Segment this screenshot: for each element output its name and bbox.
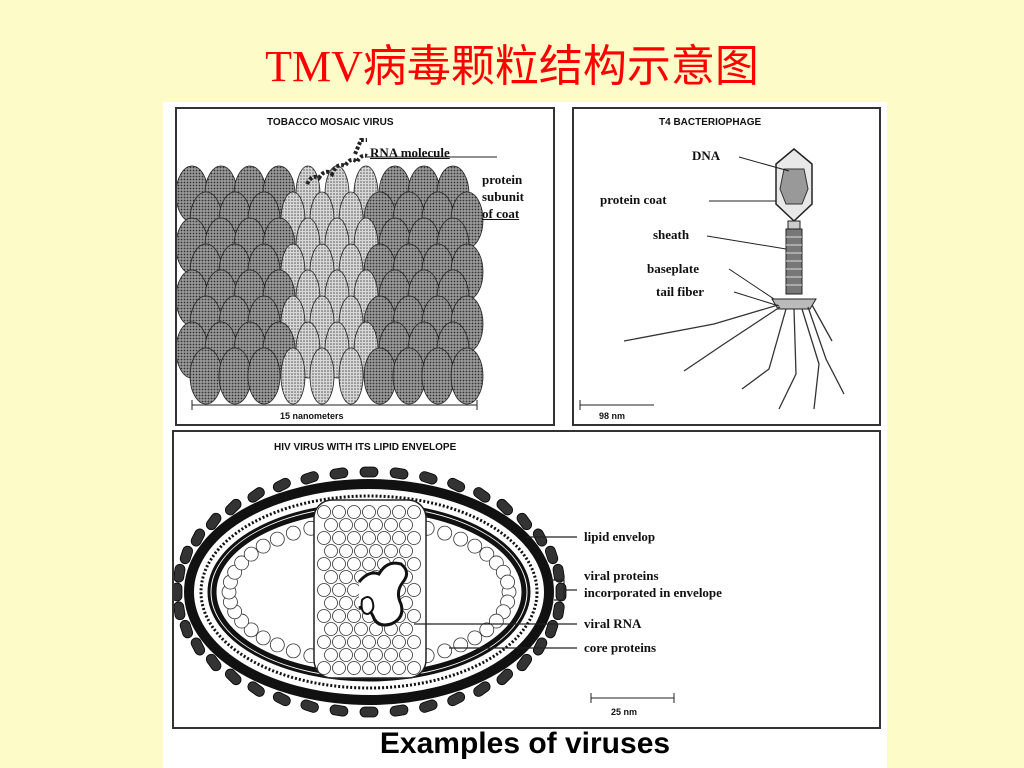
hiv-viral-rna-label: viral RNA xyxy=(584,616,642,631)
figure-caption: Examples of viruses xyxy=(379,727,671,760)
t4-illustration xyxy=(579,148,845,410)
t4-title: T4 BACTERIOPHAGE xyxy=(659,117,762,128)
t4-dna-label: DNA xyxy=(692,148,721,163)
t4-protein-coat-label: protein coat xyxy=(600,192,667,207)
t4-tail-fiber-label: tail fiber xyxy=(656,284,705,299)
t4-scale-label: 98 nm xyxy=(599,411,626,421)
hiv-viral-proteins-label-2: incorporated in envelope xyxy=(584,585,722,600)
tmv-title: TOBACCO MOSAIC VIRUS xyxy=(267,117,394,128)
tmv-protein-label-1: protein xyxy=(482,172,523,187)
slide-title: TMV病毒颗粒结构示意图 xyxy=(265,42,759,91)
tmv-protein-label-3: of coat xyxy=(482,206,520,221)
hiv-panel: HIV VIRUS WITH ITS LIPID ENVELOPE lipid … xyxy=(172,430,881,729)
t4-sheath-label: sheath xyxy=(653,227,690,242)
hiv-scale-label: 25 nm xyxy=(611,707,638,717)
tmv-scale-label: 15 nanometers xyxy=(280,411,344,421)
hiv-viral-proteins-label-1: viral proteins xyxy=(584,568,659,583)
hiv-core-proteins-label: core proteins xyxy=(584,640,657,655)
t4-baseplate-label: baseplate xyxy=(647,261,699,276)
hiv-lipid-label: lipid envelop xyxy=(584,529,656,544)
tmv-illustration xyxy=(177,138,497,410)
hiv-illustration xyxy=(174,466,675,718)
t4-panel: T4 BACTERIOPHAGE DNA protein coat sheath… xyxy=(572,107,881,426)
tmv-rna-label: RNA molecule xyxy=(370,145,450,160)
hiv-title: HIV VIRUS WITH ITS LIPID ENVELOPE xyxy=(274,442,457,453)
tmv-panel: TOBACCO MOSAIC VIRUS RNA molecule protei… xyxy=(175,107,555,426)
virus-figure: TOBACCO MOSAIC VIRUS RNA molecule protei… xyxy=(163,102,887,768)
tmv-protein-label-2: subunit xyxy=(482,189,524,204)
